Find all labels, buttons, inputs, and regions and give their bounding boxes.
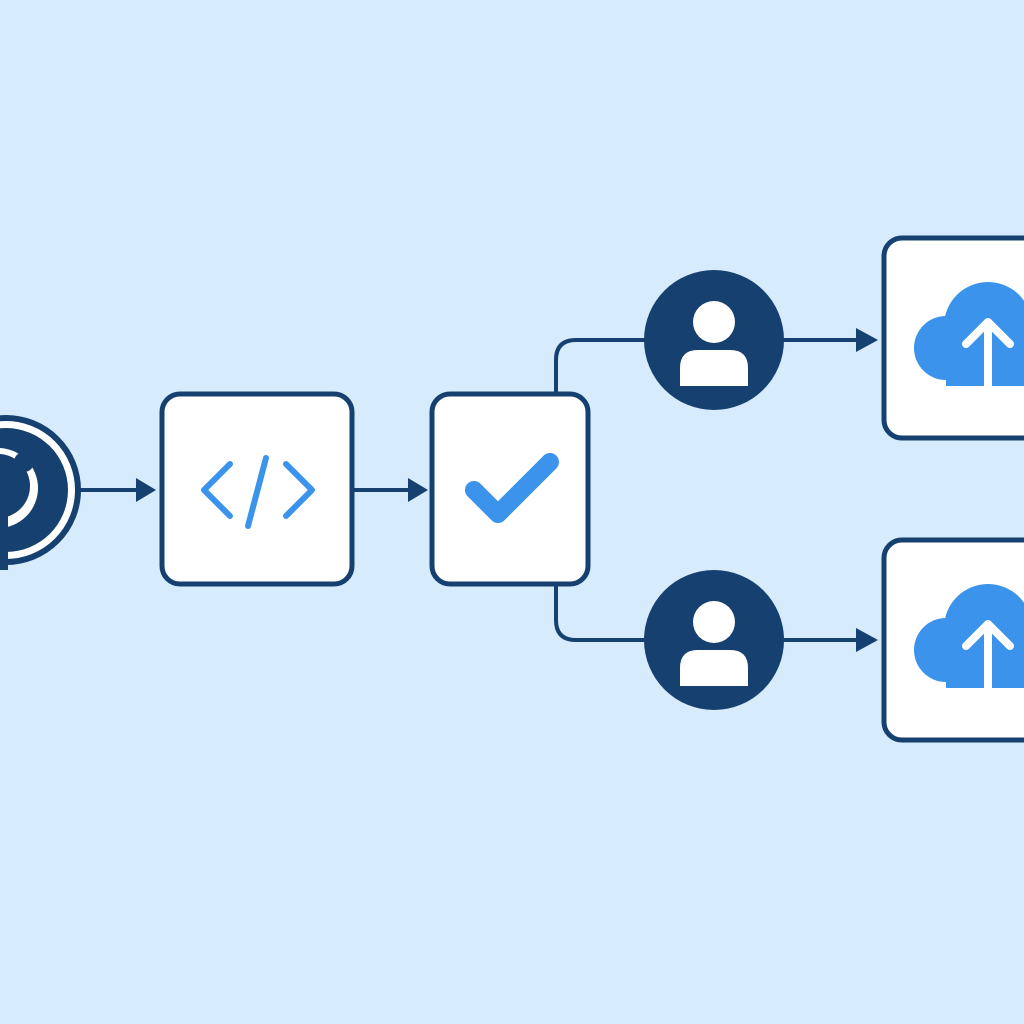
node-test[interactable] [429, 391, 591, 587]
edge-source-to-code [78, 478, 156, 502]
node-approver-top[interactable] [644, 270, 784, 410]
edge-test-to-approver-bottom [554, 582, 648, 642]
edge-test-to-approver-top [554, 338, 648, 396]
edge-code-to-test [350, 478, 428, 502]
edge-approver-bottom-to-deploy-bottom [782, 628, 878, 652]
code-brackets-icon [201, 455, 315, 529]
node-deploy-top[interactable] [881, 235, 1024, 441]
checkmark-icon [465, 453, 559, 523]
node-source[interactable] [0, 415, 81, 570]
node-code[interactable] [159, 391, 355, 587]
cloud-upload-icon [914, 282, 1024, 392]
github-octocat-icon [0, 428, 68, 570]
node-deploy-bottom[interactable] [881, 537, 1024, 743]
node-approver-bottom[interactable] [644, 570, 784, 710]
user-icon [680, 301, 748, 386]
user-icon [680, 601, 748, 686]
edge-approver-top-to-deploy-top [782, 328, 878, 352]
cloud-upload-icon [914, 584, 1024, 694]
